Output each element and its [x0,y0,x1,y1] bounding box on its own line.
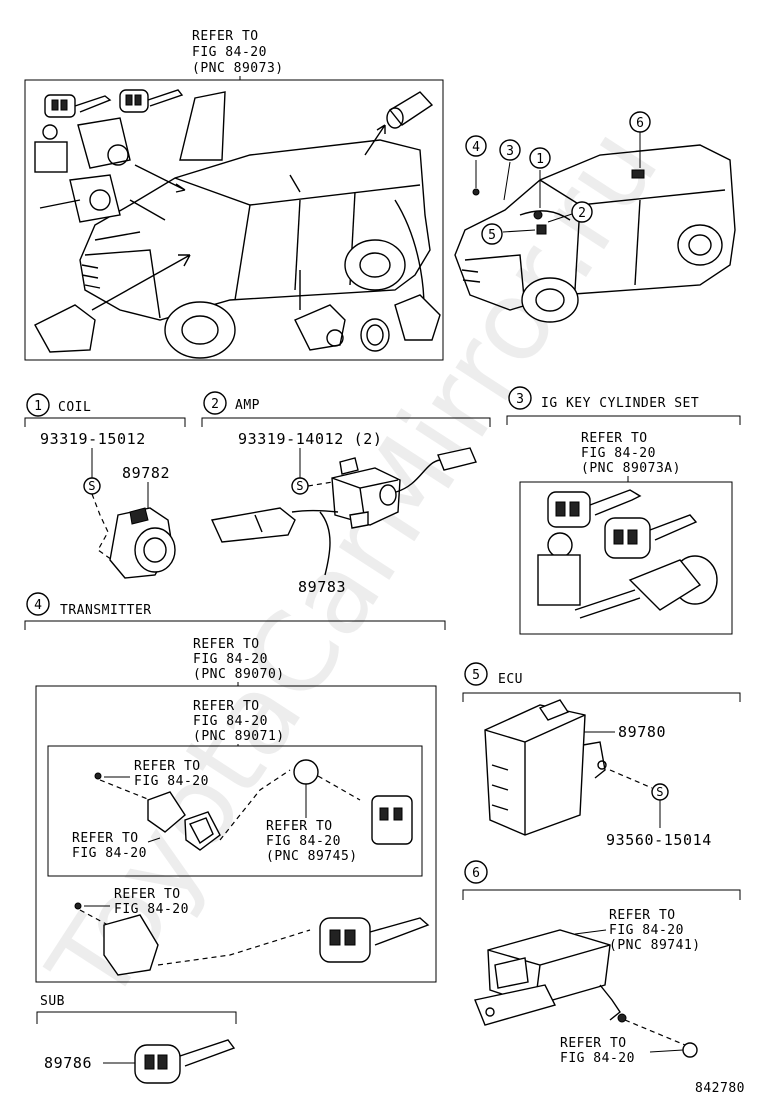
part-number: 89783 [298,578,346,596]
section-number: 6 [472,866,480,881]
svg-text:5: 5 [488,228,496,243]
section-number: 5 [472,668,480,683]
section-sub: SUB 89786 [36,994,237,1084]
locator-2: 2 [571,201,593,223]
bolt-part-number: 93319-15012 [40,430,146,448]
locator-5: 5 [481,223,503,245]
overview-frame [24,79,444,361]
svg-text:FIG 84-20: FIG 84-20 [193,652,268,667]
section-ig-key-cylinder-set: 3 IG KEY CYLINDER SET REFER TO FIG 84-20… [506,386,741,635]
transmitter-inner-frame [47,745,423,877]
section-number: 3 [516,392,524,407]
section-number: 1 [34,399,42,414]
svg-text:REFER TO: REFER TO [560,1036,627,1051]
locator-6: 6 [629,111,651,133]
svg-text:REFER TO: REFER TO [193,637,260,652]
section-ecu: 5 ECU 89780 S 93560-15014 [462,662,741,849]
section-title: COIL [58,400,91,415]
section-number: 2 [211,397,219,412]
section-title: SUB [40,994,65,1009]
svg-text:REFER TO: REFER TO [192,29,259,44]
svg-text:FIG 84-20: FIG 84-20 [266,834,341,849]
svg-text:(PNC 89070): (PNC 89070) [193,667,285,682]
svg-text:(PNC 89073): (PNC 89073) [192,61,284,76]
svg-text:FIG 84-20: FIG 84-20 [134,774,209,789]
bolt-part-number: 93319-14012 (2) [238,430,382,448]
part-number: 89782 [122,464,170,482]
ecu-drawing [484,699,607,836]
svg-text:FIG 84-20: FIG 84-20 [581,446,656,461]
svg-text:4: 4 [472,140,480,155]
locator-1: 1 [529,147,551,169]
ig-key-frame [519,481,733,635]
section-number: 4 [34,598,42,613]
svg-text:REFER TO: REFER TO [193,699,260,714]
s-mark: S [296,479,304,493]
svg-text:FIG 84-20: FIG 84-20 [560,1051,635,1066]
module-6-drawing [474,929,627,1026]
svg-text:(PNC 89073A): (PNC 89073A) [581,461,681,476]
svg-text:(PNC 89071): (PNC 89071) [193,729,285,744]
section-amp: 2 AMP 93319-14012 (2) S 89783 [201,391,491,596]
s-mark: S [88,479,96,493]
svg-text:2: 2 [578,206,586,221]
locator-4: 4 [465,135,487,157]
transmitter-key-drawing [74,902,430,976]
section-title: TRANSMITTER [60,603,152,618]
sub-key-drawing [134,1039,236,1084]
locator-3: 3 [499,139,521,161]
svg-text:(PNC 89741): (PNC 89741) [609,938,701,953]
overview-refer-label: REFER TO FIG 84-20 (PNC 89073) [192,29,284,76]
svg-text:6: 6 [636,116,644,131]
svg-text:FIG 84-20: FIG 84-20 [72,846,147,861]
section-6: 6 REFER TO FIG 84-20 (PNC 89741) REFER T… [462,860,741,1066]
svg-text:REFER TO: REFER TO [72,831,139,846]
svg-text:REFER TO: REFER TO [114,887,181,902]
vehicle-overview-left [34,89,441,359]
svg-text:FIG 84-20: FIG 84-20 [114,902,189,917]
section-coil: 1 COIL 93319-15012 S 89782 [24,393,186,579]
svg-text:3: 3 [506,144,514,159]
transmitter-inner-drawing [94,759,413,851]
section-title: IG KEY CYLINDER SET [541,396,699,411]
figure-number: 842780 [695,1081,745,1096]
svg-text:(PNC 89745): (PNC 89745) [266,849,358,864]
svg-text:REFER TO: REFER TO [609,908,676,923]
amp-drawing [210,447,477,576]
svg-text:FIG 84-20: FIG 84-20 [193,714,268,729]
part-number: 89786 [44,1054,92,1072]
svg-text:1: 1 [536,152,544,167]
svg-text:FIG 84-20: FIG 84-20 [609,923,684,938]
section-transmitter: 4 TRANSMITTER REFER TO FIG 84-20 (PNC 89… [24,592,446,983]
bolt-part-number: 93560-15014 [606,831,712,849]
section-title: ECU [498,672,523,687]
svg-text:REFER TO: REFER TO [134,759,201,774]
transmitter-outer-frame [35,685,437,983]
svg-text:FIG 84-20: FIG 84-20 [192,45,267,60]
coil-drawing [109,507,176,579]
part-number: 89780 [618,723,666,741]
vehicle-locator-right: 4 3 1 2 5 6 [454,111,736,323]
section-title: AMP [235,398,260,413]
ig-key-drawing [537,489,718,619]
svg-text:REFER TO: REFER TO [581,431,648,446]
svg-text:REFER TO: REFER TO [266,819,333,834]
s-mark: S [656,785,664,799]
